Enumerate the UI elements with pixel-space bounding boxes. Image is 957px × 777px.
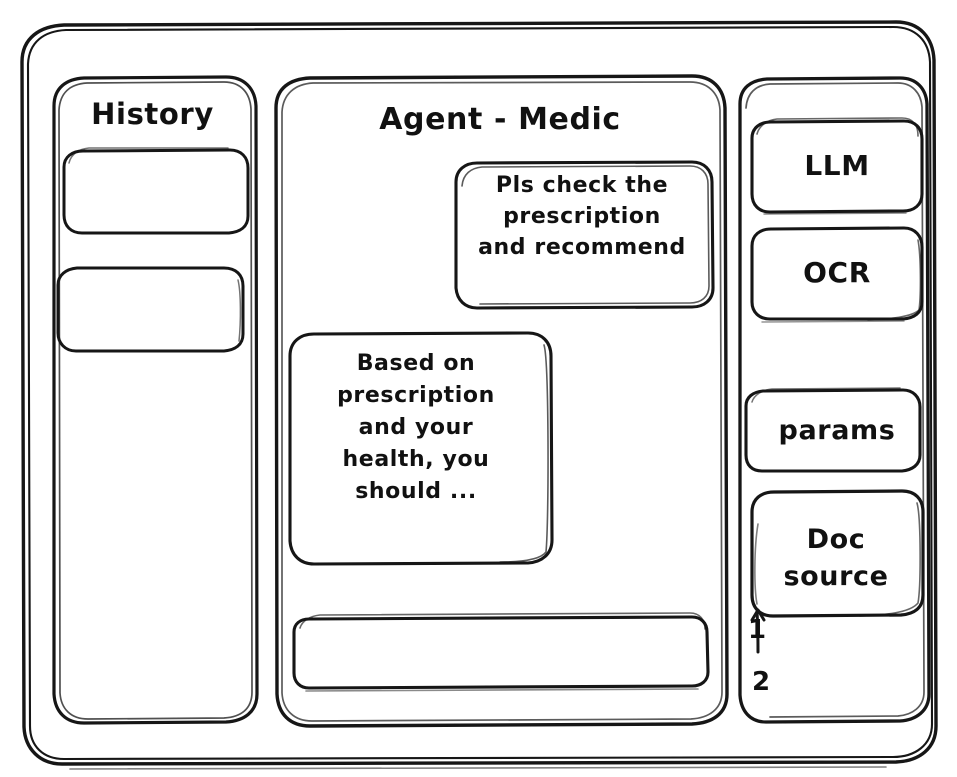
history-panel-title: History — [91, 97, 214, 131]
composer-input[interactable] — [294, 617, 708, 688]
assistant-message-text: Based on prescription and your health, y… — [337, 351, 495, 504]
agent-panel-title: Agent - Medic — [379, 102, 621, 137]
tool-button-doc-source-label: Doc source — [783, 524, 889, 592]
user-message-text: Pls check the prescription and recommend — [478, 173, 686, 261]
doc-source-item-1[interactable]: 1 — [748, 615, 767, 645]
history-item-1[interactable] — [64, 150, 249, 234]
tool-button-ocr-label: OCR — [803, 256, 871, 289]
tool-button-params-label: params — [778, 415, 896, 446]
tool-button-llm-label: LLM — [804, 149, 870, 182]
doc-source-item-2[interactable]: 2 — [752, 667, 771, 697]
history-item-2[interactable] — [58, 267, 244, 352]
